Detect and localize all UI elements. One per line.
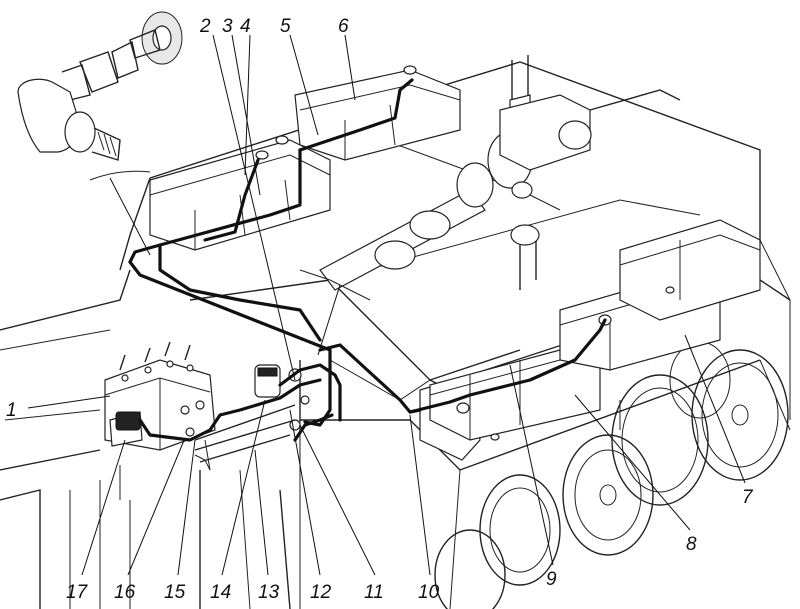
leader-3 [231,34,261,196]
label-11: 11 [364,582,384,603]
label-8: 8 [686,534,697,555]
leader-8 [574,394,691,531]
label-17: 17 [66,582,89,603]
label-12: 12 [310,582,332,603]
pump-block [104,341,216,500]
fuel-filter [194,364,310,471]
label-4: 4 [240,16,251,37]
leader-7 [684,334,746,484]
label-15: 15 [164,582,186,603]
pulley-group [434,341,789,609]
leader-15 [177,439,196,576]
leader-12 [289,409,321,576]
label-5: 5 [280,16,291,37]
leader-10 [409,414,431,576]
callout-labels: 2 3 4 5 6 1 7 8 9 10 11 12 13 14 15 16 1… [6,16,754,603]
label-3: 3 [222,16,233,37]
leader-5 [289,34,319,136]
fuel-pipes [128,78,607,442]
label-1: 1 [6,400,17,421]
leader-11 [299,424,376,576]
leader-14 [221,399,266,576]
leader-lines [27,34,746,576]
leader-fitting [109,177,151,256]
leader-4 [244,34,251,176]
label-2: 2 [199,16,211,37]
leader-2 [212,34,296,381]
leader-9 [509,364,554,566]
label-10: 10 [418,582,440,603]
label-16: 16 [114,582,136,603]
label-13: 13 [258,582,280,603]
pipe-fittings [17,11,183,181]
drive-shaft [299,55,681,301]
leader-6 [344,34,356,101]
leader-17 [81,439,126,576]
leader-shaft [317,284,341,356]
label-7: 7 [742,487,754,508]
right-housings [419,219,761,461]
label-14: 14 [210,582,231,603]
label-9: 9 [546,569,557,590]
leader-1 [27,395,111,409]
label-6: 6 [338,16,349,37]
leader-13 [254,449,269,576]
leader-16 [127,437,186,576]
